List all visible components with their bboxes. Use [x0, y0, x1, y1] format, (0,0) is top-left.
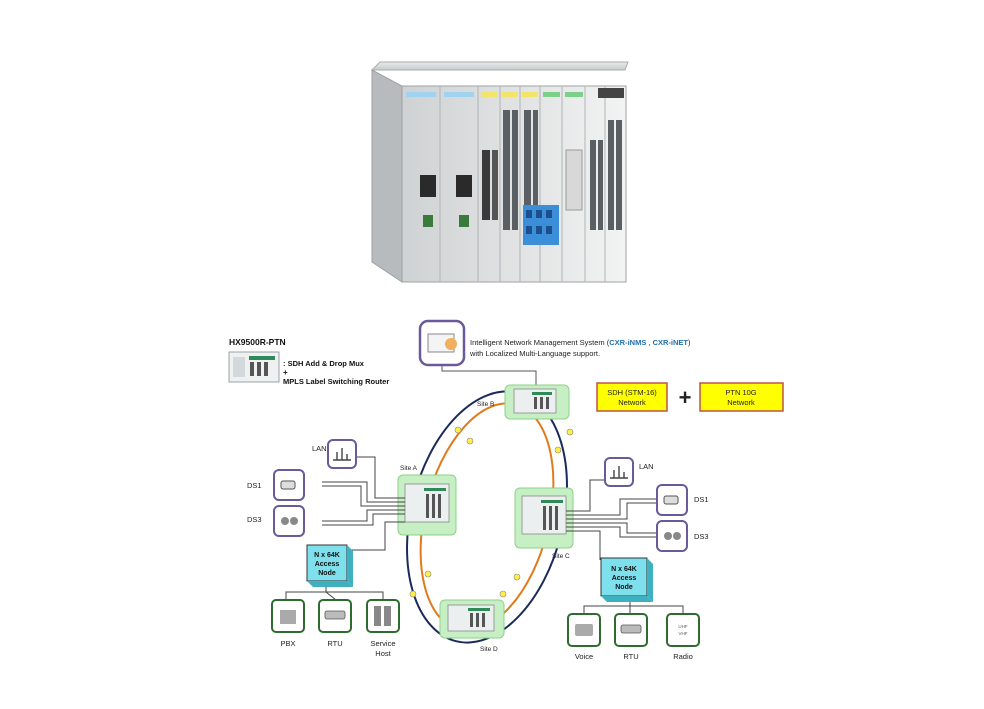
network-plus: +: [679, 385, 692, 410]
left-ds1-label: DS1: [247, 481, 262, 490]
nms-line1: Intelligent Network Management System (C…: [470, 338, 691, 347]
right-endpoints: LAN DS1 DS3 N x 64K Access Node Voice RT…: [567, 457, 709, 661]
left-ds3-label: DS3: [247, 515, 262, 524]
left-node-line3: Node: [318, 570, 336, 577]
sites: Site B Site A Site C Site D: [397, 384, 574, 653]
right-lan-label: LAN: [639, 462, 654, 471]
ptn-network-box: [699, 382, 784, 412]
right-radio-label: Radio: [673, 652, 693, 661]
left-service-line2: Host: [375, 649, 391, 658]
sdh-network-line1: SDH (STM-16): [607, 388, 657, 397]
right-node-line2: Access: [612, 575, 637, 582]
sdh-network-box: [596, 382, 668, 412]
chassis-photo: [370, 61, 629, 283]
right-radio-uhf: UHF: [678, 624, 687, 629]
ptn-network-line1: PTN 10G: [725, 388, 756, 397]
sdh-network-line2: Network: [618, 398, 646, 407]
legend-mpls-desc: MPLS Label Switching Router: [283, 377, 389, 386]
network-boxes: SDH (STM-16) Network + PTN 10G Network: [596, 382, 784, 412]
right-voice-label: Voice: [575, 652, 593, 661]
site-c-label: Site C: [552, 553, 570, 560]
nms: Intelligent Network Management System (C…: [418, 319, 691, 385]
right-radio-icon: [666, 613, 700, 647]
right-node-line3: Node: [615, 584, 633, 591]
left-lan-label: LAN: [312, 444, 327, 453]
left-node-line2: Access: [315, 561, 340, 568]
right-rtu-label: RTU: [623, 652, 638, 661]
nms-line2: with Localized Multi-Language support.: [469, 349, 600, 358]
left-service-host-icon: [366, 599, 400, 633]
right-ds3-label: DS3: [694, 532, 709, 541]
legend-plus: +: [283, 368, 288, 377]
left-endpoints: LAN DS1 DS3 N x 64K Access Node PBX RTU …: [247, 439, 400, 658]
site-b-label: Site B: [477, 401, 494, 408]
left-pbx-label: PBX: [280, 639, 295, 648]
right-radio-vhf: VHF: [679, 631, 688, 636]
left-service-line1: Service: [370, 639, 395, 648]
ptn-network-line2: Network: [727, 398, 755, 407]
legend-product: HX9500R-PTN: [229, 337, 286, 347]
legend-sdh-desc: : SDH Add & Drop Mux: [283, 359, 365, 368]
left-node-line1: N x 64K: [314, 552, 340, 559]
right-ds1-label: DS1: [694, 495, 709, 504]
right-node-line1: N x 64K: [611, 566, 637, 573]
left-rtu-label: RTU: [327, 639, 342, 648]
right-links: [566, 479, 684, 614]
legend: HX9500R-PTN : SDH Add & Drop Mux + MPLS …: [228, 337, 389, 386]
site-a-label: Site A: [400, 465, 418, 472]
site-d-label: Site D: [480, 646, 498, 653]
left-links: [285, 456, 405, 601]
